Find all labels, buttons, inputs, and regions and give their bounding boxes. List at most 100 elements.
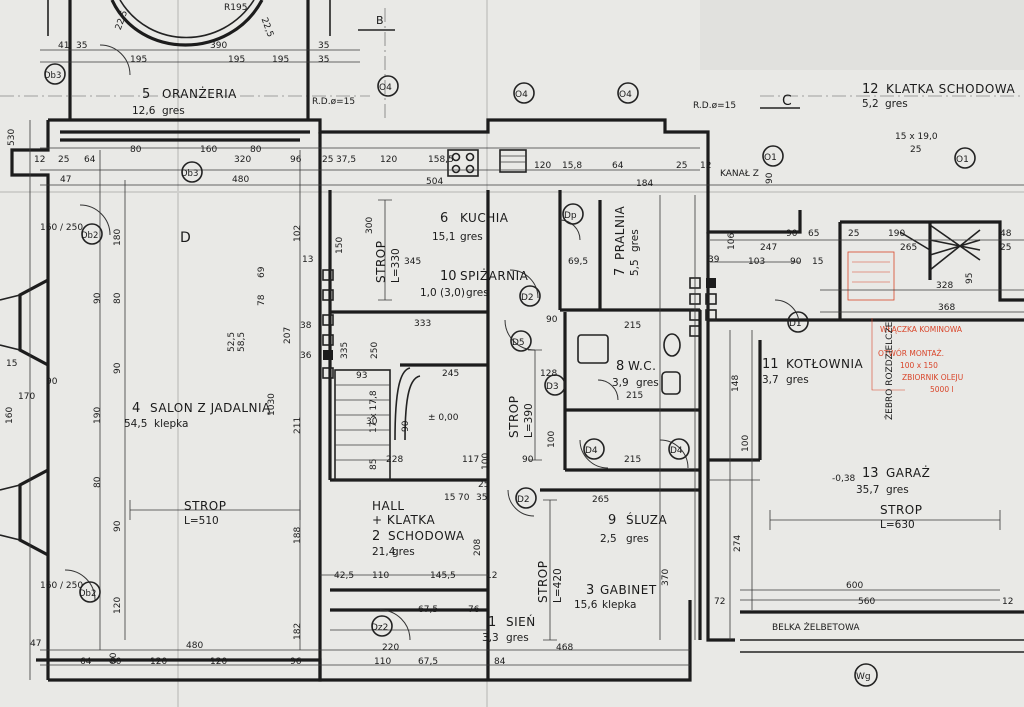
svg-text:250: 250: [370, 342, 380, 359]
room-label-12: 12 KLATKA SCHODOWA 5,2 gres: [862, 82, 1015, 110]
svg-text:PRALNIA: PRALNIA: [613, 206, 627, 260]
window-tag-o4-right: O4: [617, 82, 639, 104]
svg-text:52,5: 52,5: [227, 332, 237, 352]
svg-text:90: 90: [546, 315, 558, 325]
svg-text:STROP: STROP: [880, 503, 922, 517]
svg-text:195: 195: [272, 55, 289, 65]
svg-text:21,4: 21,4: [372, 546, 396, 558]
svg-text:78: 78: [257, 294, 267, 306]
svg-text:15: 15: [444, 493, 455, 503]
boiler-annotation: WŁĄCZKA KOMINOWA OTWÓR MONTAŻ. 100 x 150…: [847, 251, 963, 394]
svg-text:90: 90: [113, 362, 123, 374]
svg-text:D2: D2: [517, 495, 530, 505]
svg-text:80: 80: [113, 292, 123, 304]
red-note-4: ZBIORNIK OLEJU: [902, 373, 963, 382]
svg-text:265: 265: [900, 243, 917, 253]
svg-text:184: 184: [636, 179, 653, 189]
svg-text:120: 120: [210, 657, 227, 667]
svg-text:160: 160: [5, 407, 15, 424]
svg-text:211: 211: [293, 417, 303, 434]
red-note-3: 100 x 150: [900, 361, 938, 370]
svg-text:41: 41: [58, 41, 69, 51]
window-tag-o4-mid: O4: [513, 82, 535, 104]
svg-text:5: 5: [142, 87, 150, 102]
dims-row-3: 47 480 504 184 247 90 65 25 190 265 48 2…: [60, 175, 1012, 253]
svg-text:84: 84: [494, 657, 506, 667]
svg-text:320: 320: [234, 155, 251, 165]
svg-text:STROP: STROP: [507, 396, 521, 438]
red-note-1: WŁĄCZKA KOMINOWA: [880, 325, 963, 334]
svg-text:5,5: 5,5: [629, 259, 641, 276]
svg-text:12: 12: [700, 161, 711, 171]
svg-text:100: 100: [547, 431, 557, 448]
svg-text:D2: D2: [521, 293, 534, 303]
note-stair-top: 15 x 19,0: [895, 132, 938, 142]
svg-text:SCHODOWA: SCHODOWA: [388, 529, 465, 543]
exterior-walls: [10, 118, 1024, 682]
svg-text:76: 76: [468, 605, 480, 615]
strop-label-wc: STROP L=390: [507, 396, 535, 438]
svg-text:274: 274: [733, 535, 743, 552]
svg-text:208: 208: [473, 539, 483, 556]
svg-text:90: 90: [401, 420, 411, 432]
note-zebro: ŻEBRO ROZDZIELCZE: [884, 321, 895, 420]
red-note-5: 5000 l: [930, 385, 954, 394]
svg-text:Dz2: Dz2: [371, 623, 388, 633]
svg-text:12: 12: [486, 571, 497, 581]
door-tag-d2-a: D2: [519, 285, 541, 307]
hall-staircase: [334, 367, 421, 481]
grid-marker-c: C: [760, 93, 800, 109]
svg-text:gres: gres: [506, 632, 529, 644]
svg-text:gres: gres: [885, 98, 908, 110]
svg-text:90: 90: [786, 229, 798, 239]
svg-text:W.C.: W.C.: [628, 359, 657, 373]
dims-row-2: 12 25 64 80 160 320 80 96 25 37,5 120 15…: [34, 145, 711, 171]
svg-text:100: 100: [481, 453, 491, 470]
svg-text:90: 90: [113, 520, 123, 532]
svg-text:KOTŁOWNIA: KOTŁOWNIA: [786, 357, 864, 371]
svg-text:7: 7: [613, 268, 628, 276]
svg-text:Db3: Db3: [44, 71, 61, 81]
note-belka: BELKA ŻELBETOWA: [772, 622, 860, 633]
svg-text:gres: gres: [460, 231, 483, 243]
svg-text:25: 25: [478, 480, 489, 490]
svg-text:39: 39: [708, 255, 720, 265]
strop-label-garage: STROP L=630: [880, 503, 922, 531]
window-tag-o1-b: O1: [954, 147, 976, 169]
dims-left-column: 530 180 90 190 80 90 120 90 80 170 160 1…: [5, 129, 123, 614]
doors: [64, 44, 800, 641]
svg-text:35: 35: [318, 41, 329, 51]
note-level-garage: -0,38: [832, 474, 856, 484]
svg-text:42,5: 42,5: [334, 571, 354, 581]
svg-text:69: 69: [257, 266, 267, 278]
door-tag-d4-b: D4: [668, 438, 690, 460]
svg-text:150: 150: [335, 237, 345, 254]
door-tag-db3-top: Db3: [44, 63, 66, 85]
svg-text:182: 182: [293, 623, 303, 640]
svg-text:GARAŻ: GARAŻ: [886, 465, 930, 480]
svg-text:36: 36: [300, 351, 312, 361]
strop-label-gabinet: STROP L=420: [536, 561, 564, 603]
svg-text:15: 15: [812, 257, 823, 267]
svg-text:120: 120: [150, 657, 167, 667]
svg-text:480: 480: [186, 641, 203, 651]
note-stair-top-n: 25: [910, 145, 921, 155]
svg-text:12: 12: [862, 82, 879, 97]
red-note-2: OTWÓR MONTAŻ.: [878, 349, 944, 358]
paper-shade: [700, 0, 1024, 70]
note-stair-hall-n: 30: [366, 417, 378, 427]
svg-text:47: 47: [30, 639, 41, 649]
door-tag-db3-mid: Db3: [181, 161, 203, 183]
svg-text:65: 65: [808, 229, 819, 239]
svg-text:15: 15: [6, 359, 17, 369]
svg-text:3,7: 3,7: [762, 374, 779, 386]
svg-text:220: 220: [382, 643, 399, 653]
svg-text:STROP: STROP: [184, 499, 226, 513]
svg-text:SALON Z JADALNIĄ: SALON Z JADALNIĄ: [150, 401, 271, 415]
svg-text:D3: D3: [546, 382, 559, 392]
svg-text:3,9: 3,9: [612, 377, 629, 389]
svg-text:GABINET: GABINET: [600, 583, 657, 597]
svg-text:370: 370: [661, 569, 671, 586]
grid-marker-d: D: [180, 230, 191, 246]
svg-text:35: 35: [476, 493, 487, 503]
